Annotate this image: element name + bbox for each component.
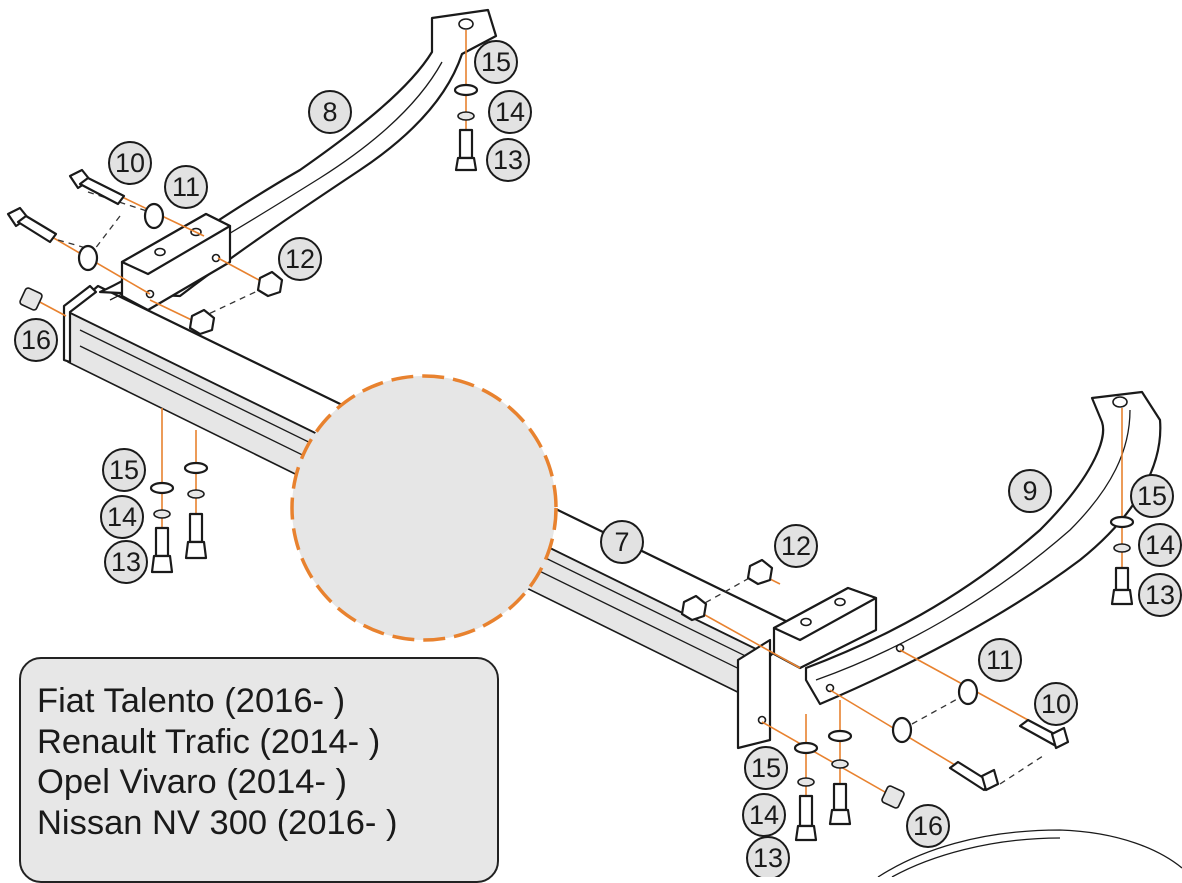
vehicle-line-3: Opel Vivaro (2014- )	[37, 763, 348, 801]
side-arm-right	[804, 390, 1162, 706]
svg-text:15: 15	[751, 753, 781, 783]
callout-13: 13	[746, 836, 790, 877]
callout-8: 8	[308, 90, 352, 134]
svg-text:9: 9	[1022, 476, 1037, 506]
svg-text:14: 14	[495, 97, 525, 127]
callout-13: 13	[1138, 573, 1182, 617]
vehicle-line-2: Renault Trafic (2014- )	[37, 722, 381, 761]
svg-text:15: 15	[109, 455, 139, 485]
side-arm-left	[98, 8, 498, 301]
callout-13: 13	[486, 138, 530, 182]
callout-12: 12	[278, 237, 322, 281]
svg-text:13: 13	[111, 547, 141, 577]
svg-text:15: 15	[1137, 481, 1167, 511]
svg-text:11: 11	[986, 645, 1014, 675]
outline-arc	[877, 829, 1182, 877]
callouts: 8 15 14 13 10 11 12 16 15 14 13 9 15 14 …	[14, 40, 1182, 877]
callout-9: 9	[1008, 469, 1052, 513]
svg-text:16: 16	[913, 811, 943, 841]
svg-text:7: 7	[614, 527, 629, 557]
callout-11: 11	[164, 165, 208, 209]
callout-15: 15	[744, 746, 788, 790]
callout-14: 14	[100, 495, 144, 539]
vehicle-line-4: Nissan NV 300 (2016- )	[37, 803, 398, 842]
callout-12: 12	[774, 524, 818, 568]
svg-text:13: 13	[1145, 580, 1175, 610]
callout-14: 14	[742, 793, 786, 837]
hardware	[6, 83, 1135, 842]
vehicle-line-1: Fiat Talento (2016- )	[37, 682, 346, 720]
vehicle-compatibility-box: Fiat Talento (2016- ) Renault Trafic (20…	[19, 657, 499, 883]
svg-text:14: 14	[107, 502, 137, 532]
svg-text:8: 8	[322, 97, 337, 127]
svg-text:15: 15	[481, 47, 511, 77]
svg-text:12: 12	[781, 531, 811, 561]
svg-text:10: 10	[115, 148, 145, 178]
callout-15: 15	[1130, 474, 1174, 518]
svg-text:11: 11	[172, 172, 200, 202]
detail-circle	[290, 374, 558, 642]
callout-16: 16	[14, 318, 58, 362]
callout-10: 10	[1034, 682, 1078, 726]
callout-10: 10	[108, 141, 152, 185]
svg-text:14: 14	[1145, 530, 1175, 560]
svg-text:13: 13	[493, 145, 523, 175]
callout-11: 11	[978, 638, 1022, 682]
svg-text:14: 14	[749, 800, 779, 830]
callout-7: 7	[600, 520, 644, 564]
callout-13: 13	[104, 540, 148, 584]
svg-text:16: 16	[21, 325, 51, 355]
callout-15: 15	[102, 448, 146, 492]
callout-14: 14	[1138, 523, 1182, 567]
svg-text:12: 12	[285, 244, 315, 274]
callout-15: 15	[474, 40, 518, 84]
svg-text:13: 13	[753, 843, 783, 873]
svg-text:10: 10	[1041, 689, 1071, 719]
callout-14: 14	[488, 90, 532, 134]
callout-16: 16	[906, 804, 950, 848]
